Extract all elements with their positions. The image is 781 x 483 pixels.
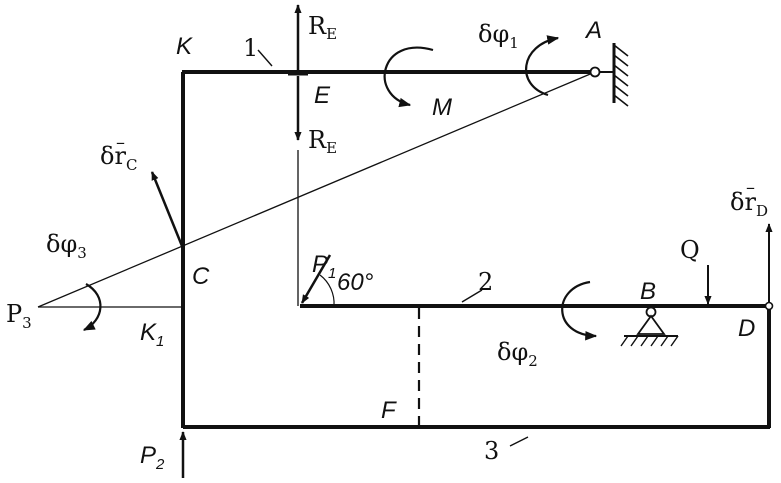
label-member-1: 1 (243, 34, 258, 62)
label-member-3: 3 (484, 437, 499, 465)
leader-1 (257, 49, 273, 67)
pin-A (589, 66, 601, 78)
label-K1: K1 (140, 319, 164, 350)
label-F: F (381, 397, 397, 424)
label-P3: P3 (6, 300, 32, 332)
label-Q: Q (680, 236, 700, 264)
support-B (620, 306, 679, 347)
label-P2: P2 (140, 442, 165, 473)
label-angle-60: 60° (337, 269, 374, 296)
dphi2-arc (561, 280, 598, 341)
label-dphi2: δφ2 (497, 338, 538, 370)
label-member-2: 2 (478, 268, 493, 296)
label-B: B (640, 278, 656, 305)
angle-arc-60 (319, 274, 335, 307)
label-E: E (314, 82, 331, 109)
wall-A-hatch (613, 44, 629, 107)
label-dphi3: δφ3 (46, 230, 87, 262)
label-rD-bar: – (746, 177, 755, 198)
label-P1: P1 (312, 251, 336, 282)
label-D: D (738, 315, 755, 342)
point-D (764, 301, 774, 311)
force-P1 (300, 254, 332, 304)
label-delta-rD: δrD (730, 188, 768, 220)
label-A: A (584, 17, 602, 44)
virtual-displacement-rC (150, 171, 184, 247)
label-K: K (176, 33, 193, 60)
label-rC-bar: – (116, 132, 125, 153)
line-P3-A (37, 71, 596, 308)
moment-M-arc (383, 46, 434, 108)
leader-3 (509, 436, 529, 447)
leader-2 (461, 289, 483, 303)
dphi1-arc (524, 35, 560, 97)
label-delta-rC: δrC (100, 142, 137, 174)
label-C: C (192, 263, 210, 290)
label-dphi1: δφ1 (478, 20, 519, 52)
label-RE-bottom: RE (308, 126, 337, 157)
label-M: M (432, 94, 452, 121)
label-RE-top: RE (308, 12, 337, 43)
dphi3-arc (82, 283, 102, 331)
